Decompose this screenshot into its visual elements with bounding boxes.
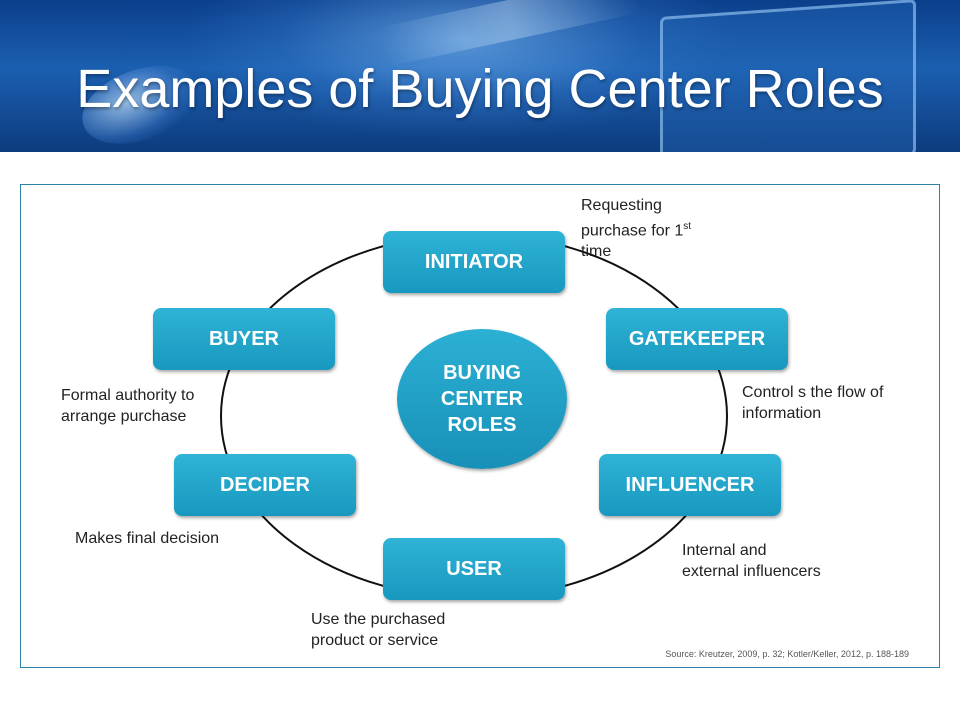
role-initiator: INITIATOR	[383, 231, 565, 293]
role-decider: DECIDER	[174, 454, 356, 516]
note-user-line-1: Use the purchased	[311, 611, 446, 628]
role-initiator-label: INITIATOR	[424, 250, 524, 273]
note-initiator-line-2-text: purchase for 1	[581, 222, 684, 240]
note-decider: Makes final decision	[75, 528, 219, 549]
note-influencer: Internal and external influencers	[682, 540, 821, 582]
note-user-line-2: product or service	[311, 632, 439, 649]
center-line-2: CENTER	[440, 388, 524, 410]
role-user: USER	[383, 538, 565, 600]
note-initiator: Requesting purchase for 1st time	[581, 195, 691, 262]
note-gatekeeper-line-2: information	[742, 405, 822, 422]
role-decider-label: DECIDER	[219, 473, 310, 496]
note-influencer-line-2: external influencers	[682, 563, 821, 580]
note-user: Use the purchased product or service	[311, 609, 445, 651]
note-initiator-line-2: purchase for 1st	[581, 216, 691, 241]
diagram-panel: INITIATOR GATEKEEPER INFLUENCER USER DEC…	[20, 184, 940, 668]
center-line-1: BUYING	[443, 362, 521, 384]
note-initiator-line-3: time	[581, 243, 612, 261]
note-buyer: Formal authority to arrange purchase	[61, 385, 194, 427]
role-influencer-label: INFLUENCER	[625, 473, 755, 496]
role-influencer: INFLUENCER	[599, 454, 781, 516]
note-decider-line-1: Makes final decision	[75, 530, 220, 547]
note-buyer-line-2: arrange purchase	[61, 408, 187, 425]
center-line-3: ROLES	[447, 414, 517, 436]
role-buyer-label: BUYER	[208, 327, 279, 350]
header-glow	[180, 0, 740, 140]
role-gatekeeper-label: GATEKEEPER	[628, 327, 766, 350]
role-gatekeeper: GATEKEEPER	[606, 308, 788, 370]
source-citation: Source: Kreutzer, 2009, p. 32; Kotler/Ke…	[665, 649, 909, 659]
header-banner: Examples of Buying Center Roles	[0, 0, 960, 152]
note-buyer-line-1: Formal authority to	[61, 387, 195, 404]
note-initiator-sup: st	[683, 221, 692, 232]
note-initiator-line-1: Requesting	[581, 197, 662, 214]
note-gatekeeper: Control s the flow of information	[742, 382, 883, 424]
center-buying-center-roles: BUYING CENTER ROLES	[397, 329, 567, 469]
note-gatekeeper-line-1: Control s the flow of	[742, 384, 884, 401]
role-buyer: BUYER	[153, 308, 335, 370]
slide-title: Examples of Buying Center Roles	[76, 59, 884, 119]
note-influencer-line-1: Internal and	[682, 542, 767, 559]
role-user-label: USER	[446, 557, 502, 580]
